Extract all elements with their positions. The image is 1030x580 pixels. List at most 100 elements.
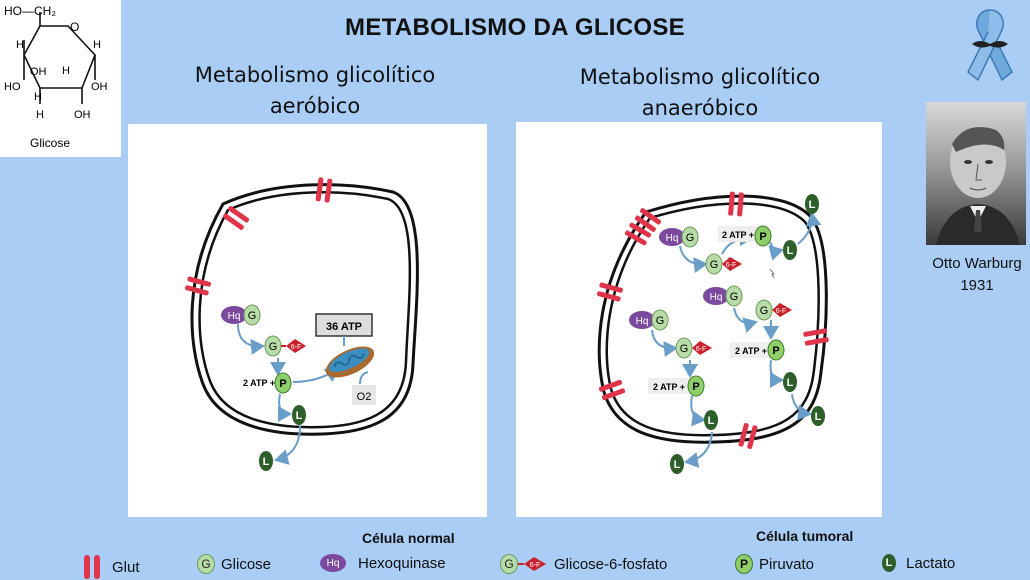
tumor-g6f-2 bbox=[772, 303, 792, 317]
tumor-g6f-3 bbox=[692, 341, 712, 355]
tumor-atp-2: 2 ATP + bbox=[735, 346, 767, 356]
glut-icon bbox=[84, 555, 100, 579]
tumor-p-3 bbox=[687, 375, 705, 397]
tumor-g6f-3-label: 6-F bbox=[696, 346, 707, 353]
tumor-glut-6 bbox=[738, 423, 758, 449]
tumor-g-4-label: G bbox=[760, 305, 769, 317]
lactato-icon: L bbox=[882, 554, 896, 572]
h-label-5: H bbox=[36, 109, 44, 121]
tumor-g-3-label: G bbox=[730, 291, 739, 303]
tumor-g-5-label: G bbox=[656, 315, 665, 327]
tumor-p-1 bbox=[754, 225, 772, 247]
tumor-p-2-label: P bbox=[772, 345, 779, 357]
glut-channel-left bbox=[185, 276, 211, 296]
o2-box bbox=[352, 385, 376, 405]
tumor-hq-1 bbox=[659, 228, 685, 246]
o2-label: O2 bbox=[357, 391, 372, 403]
glut-channel-upper-left bbox=[222, 206, 250, 230]
lactato-node-2-label: L bbox=[263, 456, 270, 468]
h-label-1: H bbox=[93, 39, 101, 51]
tumor-membrane-outer bbox=[597, 194, 828, 444]
otto-warburg-portrait bbox=[926, 102, 1026, 245]
lactato-node-2 bbox=[259, 451, 273, 471]
page-title: METABOLISMO DA GLICOSE bbox=[345, 14, 685, 41]
legend-glicose-label: Glicose bbox=[221, 555, 272, 573]
normal-cell-diagram: Hq G G 6-F 2 ATP + P 36 ATP O2 L L bbox=[185, 177, 419, 471]
glicose-structure-diagram: HO—CH₂ O H H OH OH H HO H H OH Glicose bbox=[4, 4, 108, 150]
cell-membrane-outer bbox=[190, 183, 419, 436]
tumor-hq-1-label: Hq bbox=[666, 233, 679, 244]
legend-piruvato: P Piruvato bbox=[735, 554, 814, 574]
oh-label-3: OH bbox=[74, 109, 91, 121]
panel-tumor-cell: Hq G G 6-F 2 ATP + P L L Hq G G 6-F 2 AT… bbox=[516, 122, 882, 517]
caption-normal-cell: Célula normal bbox=[362, 530, 455, 546]
cell-membrane-inner bbox=[198, 191, 412, 429]
glicose-node-2-label: G bbox=[269, 341, 278, 353]
glicose-structure-panel: HO—CH₂ O H H OH OH H HO H H OH Glicose bbox=[0, 0, 121, 157]
portrait-image bbox=[936, 126, 1020, 245]
tumor-g6f-2-label: 6-F bbox=[776, 308, 787, 315]
tumor-hq-3-label: Hq bbox=[636, 316, 649, 327]
subtitle-aerobic-line1: Metabolismo glicolítico bbox=[194, 63, 436, 87]
h-label-4: H bbox=[34, 91, 42, 103]
tumor-g-3 bbox=[725, 285, 743, 307]
tumor-glut-4 bbox=[597, 282, 623, 302]
tumor-g-1-label: G bbox=[686, 232, 695, 244]
tumor-l-out-2 bbox=[811, 406, 825, 426]
arrow-l-export bbox=[274, 425, 301, 465]
legend-glut-label: Glut bbox=[112, 558, 140, 576]
tumor-l-out-1 bbox=[805, 194, 819, 214]
legend-lactato-label: Lactato bbox=[906, 554, 956, 572]
tumor-l-2 bbox=[783, 372, 797, 392]
tumor-atp-box-2 bbox=[730, 342, 772, 358]
legend-g6f-label: Glicose-6-fosfato bbox=[554, 555, 668, 573]
piruvato-node-left bbox=[274, 372, 292, 394]
glicose-node-1-label: G bbox=[248, 310, 257, 322]
tumor-glut-5 bbox=[598, 379, 626, 401]
arrow-hq-to-g6f bbox=[237, 323, 265, 355]
tumor-glut-1 bbox=[728, 191, 744, 217]
h-label-3: H bbox=[62, 65, 70, 77]
tumor-cell-diagram: Hq G G 6-F 2 ATP + P L L Hq G G 6-F 2 AT… bbox=[597, 191, 829, 474]
h-label-2: H bbox=[16, 39, 24, 51]
oh-label-1: OH bbox=[30, 66, 47, 78]
tumor-glut-3 bbox=[624, 222, 652, 246]
g6f-label-1: 6-F bbox=[291, 344, 302, 351]
tumor-glut-7 bbox=[803, 328, 829, 346]
atp2-label-left: 2 ATP + bbox=[243, 378, 275, 388]
subtitle-anaerobic: Metabolismo glicolítico anaeróbico bbox=[535, 62, 865, 124]
arrow-p-to-l bbox=[277, 393, 292, 422]
mustache-icon bbox=[972, 41, 1008, 48]
tumor-l-out-2-label: L bbox=[815, 411, 822, 423]
legend-hexoquinase-label: Hexoquinase bbox=[358, 554, 446, 572]
subtitle-anaerobic-line2: anaeróbico bbox=[641, 96, 759, 120]
tumor-l-3 bbox=[704, 410, 718, 430]
tumor-g-2-label: G bbox=[710, 259, 719, 271]
tumor-l-out-1-label: L bbox=[809, 199, 816, 211]
hexoquinase-icon: Hq bbox=[320, 554, 346, 572]
subtitle-aerobic-line2: aeróbico bbox=[269, 94, 361, 118]
tumor-g6f-1 bbox=[722, 257, 742, 271]
lactato-node-1 bbox=[292, 405, 306, 425]
glicose-icon: G bbox=[197, 554, 215, 574]
tumor-l-3-label: L bbox=[708, 415, 715, 427]
legend-lactato: L Lactato bbox=[882, 554, 955, 572]
legend-hexoquinase: Hq Hexoquinase bbox=[320, 554, 446, 572]
svg-text:6-F: 6-F bbox=[530, 562, 541, 569]
tumor-atp-box-3 bbox=[648, 378, 690, 394]
g6f-icon: 6-F bbox=[518, 557, 546, 571]
lactato-node-1-label: L bbox=[296, 410, 303, 422]
atp36-label: 36 ATP bbox=[326, 321, 362, 333]
piruvato-icon: P bbox=[735, 554, 753, 574]
tumor-l-out-3-label: L bbox=[674, 459, 681, 471]
warburg-name: Otto Warburg bbox=[932, 255, 1022, 272]
glicose-node-1 bbox=[243, 304, 261, 326]
tumor-hq-2 bbox=[703, 287, 729, 305]
g6f-diamond-1 bbox=[286, 339, 306, 353]
tumor-membrane-inner bbox=[605, 202, 820, 437]
legend-glut: Glut bbox=[80, 554, 140, 580]
tumor-g-6-label: G bbox=[680, 343, 689, 355]
tumor-p-2 bbox=[767, 339, 785, 361]
tumor-g-5 bbox=[651, 309, 669, 331]
warburg-year: 1931 bbox=[960, 277, 994, 294]
